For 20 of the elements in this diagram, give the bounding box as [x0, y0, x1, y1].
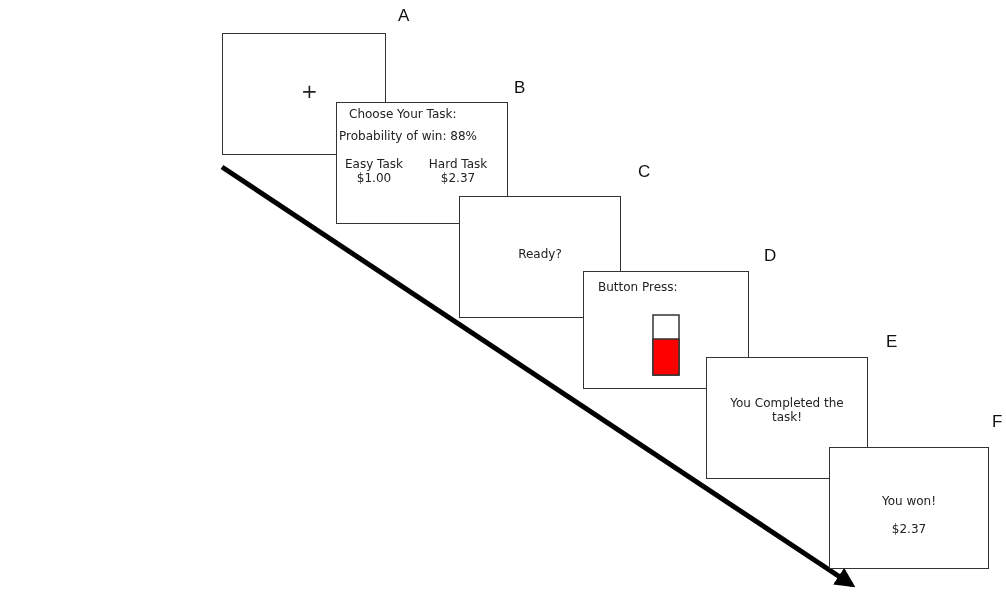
- screen-panel: [336, 102, 508, 224]
- panel-letter: C: [638, 162, 651, 182]
- prompt-text: Easy Task $1.00: [344, 157, 404, 185]
- prompt-text: Probability of win: 88%: [339, 129, 478, 143]
- panel-letter: B: [514, 78, 526, 98]
- message-text: You won!: [880, 494, 938, 508]
- fixation-cross: +: [301, 79, 319, 103]
- panel-letter: F: [992, 412, 1003, 432]
- panel-letter: D: [764, 246, 777, 266]
- message-text: You Completed the task!: [729, 396, 845, 424]
- prompt-text: Choose Your Task:: [349, 107, 458, 121]
- screen-panel: [829, 447, 989, 569]
- message-text: $2.37: [890, 522, 928, 536]
- panel-letter: A: [398, 6, 410, 26]
- prompt-text: Hard Task $2.37: [427, 157, 489, 185]
- prompt-text: Ready?: [517, 247, 563, 261]
- prompt-text: Button Press:: [598, 280, 679, 294]
- panel-letter: E: [886, 332, 898, 352]
- screen-panel: [583, 271, 749, 389]
- screen-panel: [706, 357, 868, 479]
